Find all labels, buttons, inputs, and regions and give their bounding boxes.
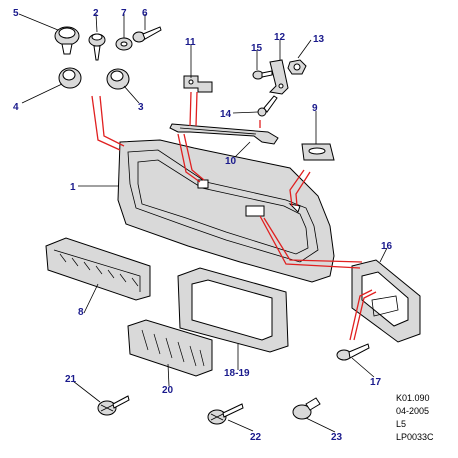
ref-model: L5 xyxy=(396,419,406,429)
callouts: 5 2 7 6 4 3 11 15 12 13 14 9 10 1 16 8 1… xyxy=(13,8,393,443)
callout-17: 17 xyxy=(370,377,382,388)
callout-3: 3 xyxy=(138,102,144,113)
part-20-grille xyxy=(127,319,213,377)
part-13-nut xyxy=(287,59,307,75)
callout-18-19: 18-19 xyxy=(224,368,250,379)
ref-drawing-number: LP0033C xyxy=(396,432,434,442)
part-15-screw xyxy=(252,70,273,80)
callout-10: 10 xyxy=(225,156,237,167)
part-17-screw xyxy=(336,343,370,361)
callout-5: 5 xyxy=(13,8,19,19)
callout-9: 9 xyxy=(312,103,318,114)
callout-15: 15 xyxy=(251,43,263,54)
callout-7: 7 xyxy=(121,8,127,19)
part-22-screw xyxy=(207,403,244,425)
routing-lines xyxy=(91,91,377,341)
callout-2: 2 xyxy=(93,8,99,19)
part-18-19-pocket xyxy=(177,267,289,353)
part-1-trim-panel xyxy=(117,139,335,283)
part-10-handle xyxy=(169,123,279,145)
callout-20: 20 xyxy=(162,385,174,396)
callout-11: 11 xyxy=(185,37,196,48)
leader-lines xyxy=(18,13,388,433)
ref-code: K01.090 xyxy=(396,393,430,403)
callout-23: 23 xyxy=(331,432,343,443)
part-6-screw xyxy=(132,26,162,43)
callout-21: 21 xyxy=(65,374,77,385)
part-11-bracket xyxy=(183,75,213,93)
part-4-plug xyxy=(58,67,82,89)
callout-12: 12 xyxy=(274,32,286,43)
callout-1: 1 xyxy=(70,182,76,193)
part-5-clip xyxy=(54,26,80,55)
part-21-screw xyxy=(97,395,130,416)
part-2-screw xyxy=(88,33,106,61)
callout-13: 13 xyxy=(313,34,325,45)
reference-block: K01.090 04-2005 L5 LP0033C xyxy=(396,393,434,442)
part-14-screw xyxy=(257,95,278,117)
part-12-bracket xyxy=(268,59,289,95)
callout-16: 16 xyxy=(381,241,393,252)
part-23-nut xyxy=(292,397,321,420)
callout-6: 6 xyxy=(142,8,148,19)
ref-date: 04-2005 xyxy=(396,406,429,416)
part-9-bezel xyxy=(301,143,335,161)
part-3-plug xyxy=(106,68,130,90)
part-8-armrest xyxy=(45,237,151,301)
part-7-nut xyxy=(115,37,133,51)
callout-4: 4 xyxy=(13,102,19,113)
callout-14: 14 xyxy=(220,109,232,120)
callout-8: 8 xyxy=(78,307,84,318)
part-16-handle-housing xyxy=(351,259,421,343)
callout-22: 22 xyxy=(250,432,262,443)
